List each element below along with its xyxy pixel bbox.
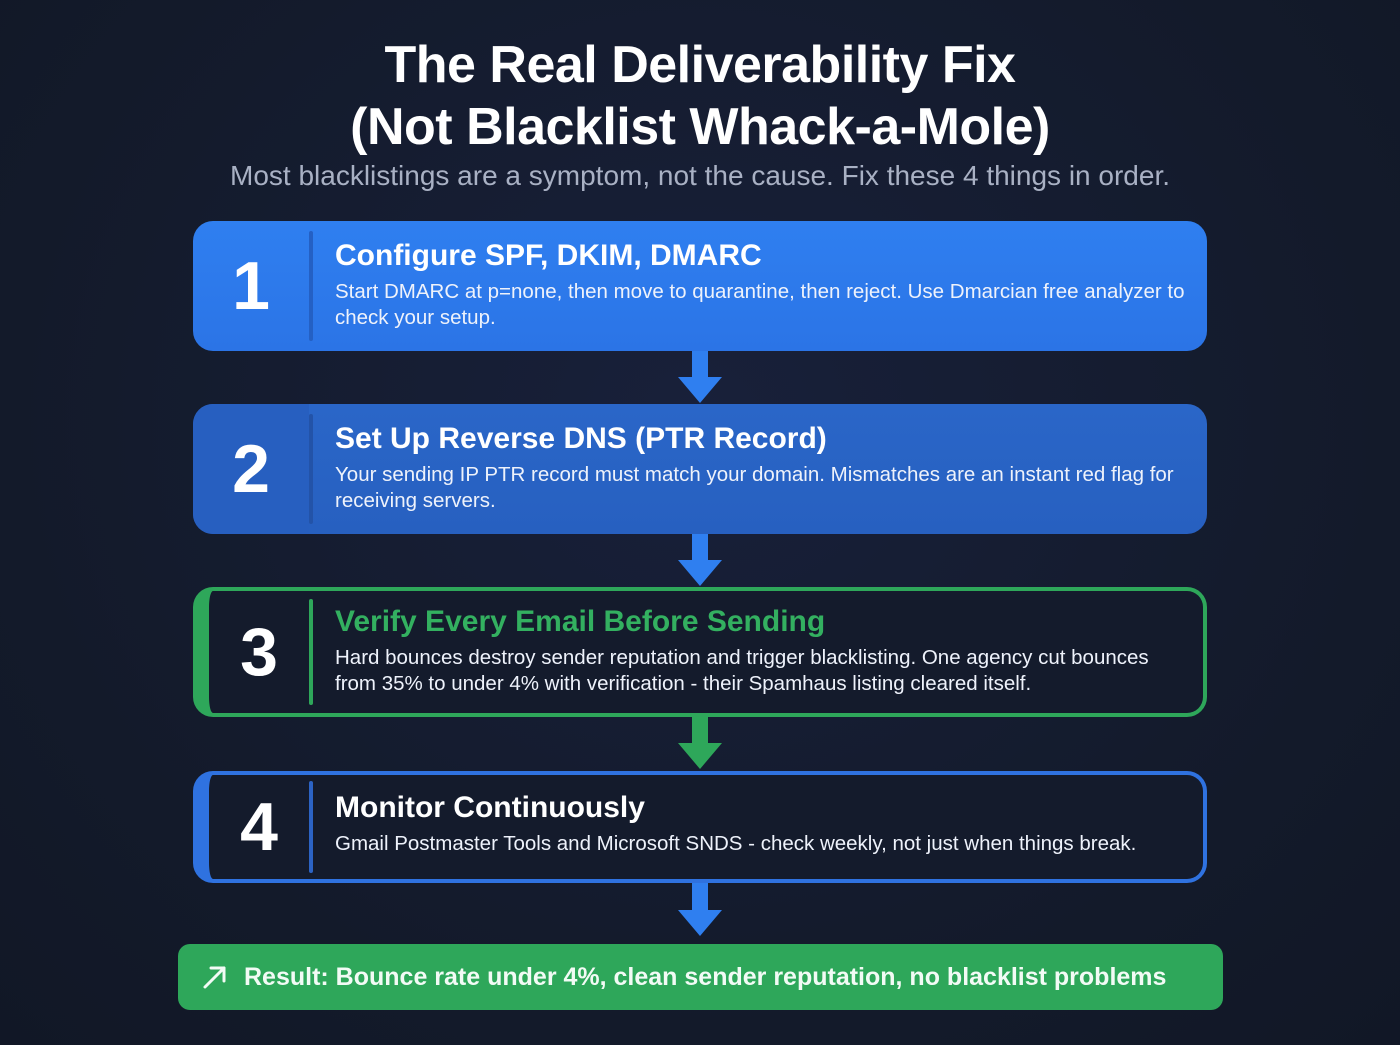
page-title: The Real Deliverability Fix (Not Blackli… xyxy=(0,34,1400,158)
step-description: Start DMARC at p=none, then move to quar… xyxy=(335,280,1185,329)
step-card-4: 4 Monitor Continuously Gmail Postmaster … xyxy=(193,771,1207,883)
step-number: 2 xyxy=(193,404,309,534)
step-heading: Set Up Reverse DNS (PTR Record) xyxy=(335,422,827,455)
result-text: Result: Bounce rate under 4%, clean send… xyxy=(244,962,1167,991)
title-line-2: (Not Blacklist Whack-a-Mole) xyxy=(350,98,1050,156)
page-subtitle: Most blacklistings are a symptom, not th… xyxy=(230,160,1170,191)
step-number: 4 xyxy=(240,789,278,865)
step-card-3: 3 Verify Every Email Before Sending Hard… xyxy=(193,587,1207,717)
step-description: Gmail Postmaster Tools and Microsoft SND… xyxy=(335,832,1137,855)
step-card-1: 1 Configure SPF, DKIM, DMARC Start DMARC… xyxy=(193,221,1207,351)
step-description: Your sending IP PTR record must match yo… xyxy=(335,463,1174,512)
step-divider xyxy=(309,599,313,705)
step-description: Hard bounces destroy sender reputation a… xyxy=(335,646,1149,695)
down-arrow-icon xyxy=(678,883,722,938)
title-line-1: The Real Deliverability Fix xyxy=(384,36,1016,94)
down-arrow-icon xyxy=(678,534,722,588)
step-card-2: 2 Set Up Reverse DNS (PTR Record) Your s… xyxy=(193,404,1207,534)
down-arrow-icon xyxy=(678,351,722,405)
step-divider xyxy=(309,414,313,524)
result-banner: Result: Bounce rate under 4%, clean send… xyxy=(178,944,1223,1010)
step-heading: Verify Every Email Before Sending xyxy=(335,605,826,638)
step-number: 1 xyxy=(232,248,270,324)
step-divider xyxy=(309,231,313,341)
step-number: 3 xyxy=(240,614,278,690)
down-arrow-icon xyxy=(678,717,722,771)
step-heading: Monitor Continuously xyxy=(335,791,645,824)
trend-up-arrow-icon xyxy=(203,966,226,989)
step-heading: Configure SPF, DKIM, DMARC xyxy=(335,239,762,272)
step-divider xyxy=(309,781,313,873)
